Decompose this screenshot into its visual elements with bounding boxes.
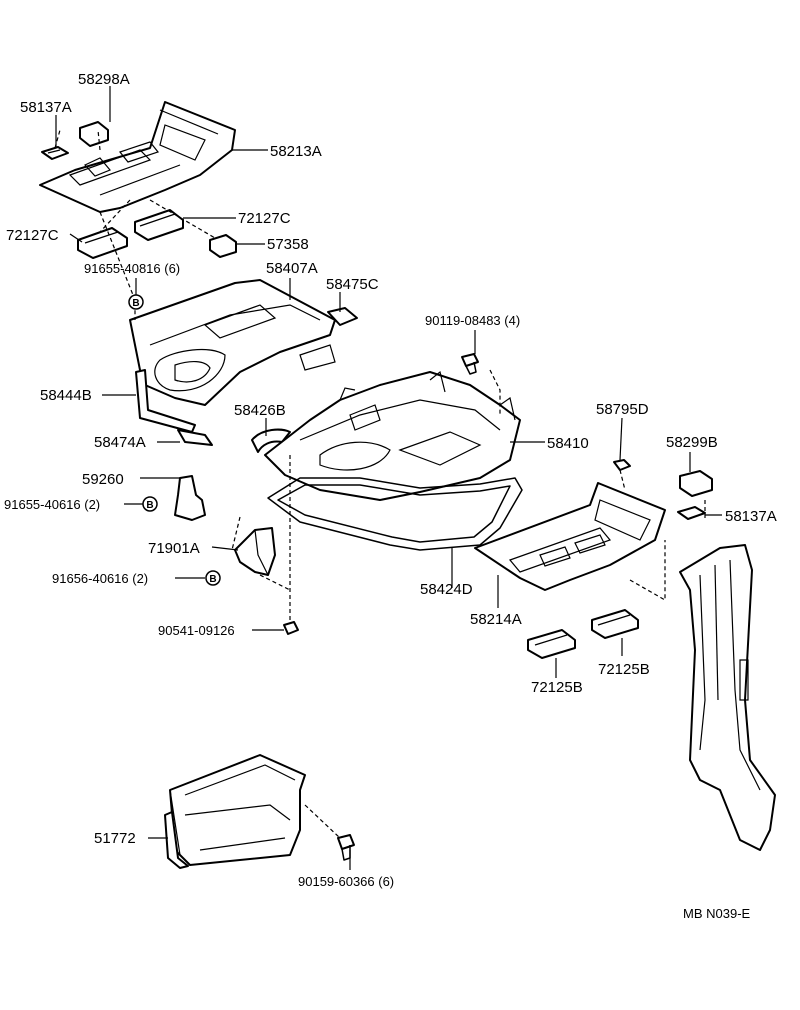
part-72127C-bracket-left [77, 227, 128, 259]
alignment-lines [54, 129, 706, 839]
label-58298A: 58298A [78, 71, 130, 88]
part-58214A-rear-panel [474, 482, 666, 591]
label-91655-40816: 91655-40816 (6) [84, 261, 180, 276]
part-51772-step [164, 754, 306, 869]
label-58137A-right: 58137A [725, 508, 777, 525]
bolt-marker-91655-40616: B [142, 496, 158, 512]
label-72125B-left: 72125B [531, 679, 583, 696]
label-58426B: 58426B [234, 402, 286, 419]
part-72127C-bracket-right [134, 209, 184, 241]
part-72125B-bracket-right [591, 609, 639, 639]
label-58474A: 58474A [94, 434, 146, 451]
diagram-code: MB N039-E [683, 906, 751, 921]
label-58299B: 58299B [666, 434, 718, 451]
label-90541-09126: 90541-09126 [158, 623, 235, 638]
label-58214A: 58214A [470, 611, 522, 628]
label-72127C-left: 72127C [6, 227, 59, 244]
bolt-90159-60366 [337, 834, 355, 861]
svg-text:B: B [132, 298, 139, 309]
label-91655-40616: 91655-40616 (2) [4, 497, 100, 512]
part-58298A-block [79, 121, 109, 147]
label-59260: 59260 [82, 471, 124, 488]
label-58410: 58410 [547, 435, 589, 452]
nut-90541-09126 [283, 621, 299, 635]
svg-text:B: B [146, 500, 153, 511]
part-58137A-pad-top [41, 146, 69, 160]
label-72127C-right: 72127C [238, 210, 291, 227]
leader-lines [55, 86, 722, 870]
bolt-marker-91656-40616: B [205, 570, 221, 586]
part-rear-pillar [679, 544, 776, 851]
part-58137A-pad-right [677, 506, 706, 520]
label-51772: 51772 [94, 830, 136, 847]
label-58213A: 58213A [270, 143, 322, 160]
bolt-90119-08483 [461, 353, 479, 375]
label-90119-08483: 90119-08483 (4) [425, 313, 520, 328]
part-58795D-plug [613, 459, 631, 471]
label-72125B-right: 72125B [598, 661, 650, 678]
part-58475C-pad [327, 307, 358, 326]
label-58444B: 58444B [40, 387, 92, 404]
label-58475C: 58475C [326, 276, 379, 293]
label-58424D: 58424D [420, 581, 473, 598]
svg-text:B: B [209, 574, 216, 585]
part-58444B-side-rail [135, 369, 196, 433]
part-58213A-floor-panel [39, 101, 236, 213]
part-71901A-bracket [234, 527, 276, 576]
part-58407A-floor-frame [129, 279, 336, 406]
label-58795D: 58795D [596, 401, 649, 418]
label-71901A: 71901A [148, 540, 200, 557]
label-58137A-top: 58137A [20, 99, 72, 116]
label-58407A: 58407A [266, 260, 318, 277]
part-59260-bracket [174, 475, 206, 521]
part-57358-clip [209, 234, 237, 258]
part-58299B-block [679, 470, 713, 497]
bolt-marker-91655-40816: B [128, 294, 144, 310]
part-72125B-bracket-left [527, 629, 576, 659]
part-58424D-floor-rail [267, 477, 523, 551]
label-90159-60366: 90159-60366 (6) [298, 874, 394, 889]
part-labels: 58298A 58137A 58213A 72127C 72127C 57358… [4, 71, 777, 921]
label-57358: 57358 [267, 236, 309, 253]
label-91656-40616: 91656-40616 (2) [52, 571, 148, 586]
part-58410-rear-floor-pan [264, 370, 521, 501]
part-58474A-bracket [177, 429, 213, 446]
